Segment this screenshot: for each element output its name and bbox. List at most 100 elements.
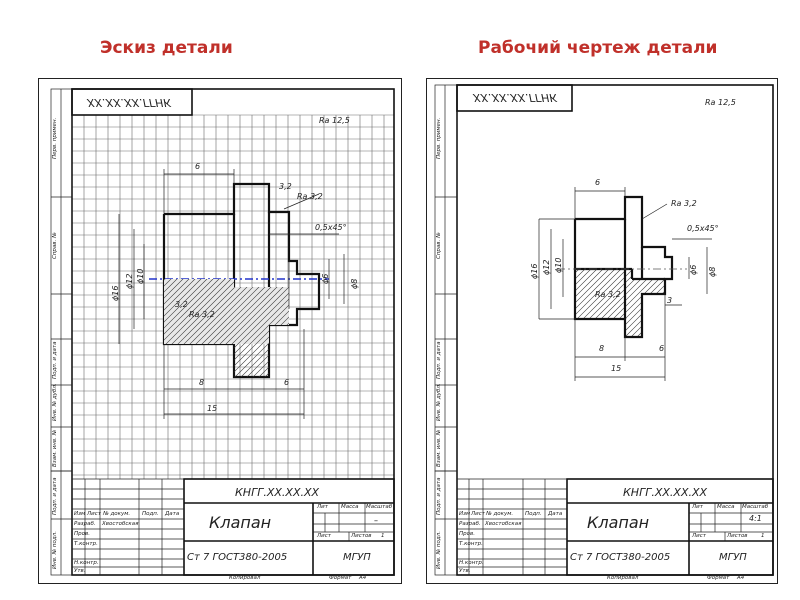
stamp-row-date: Дата xyxy=(165,511,180,517)
sketch-dim-d10: ϕ10 xyxy=(136,268,145,284)
code-box xyxy=(71,88,193,116)
side-inv-dubl: Инв. № дубл. xyxy=(52,383,58,421)
stamp-copied: Копировал xyxy=(607,575,639,581)
stamp-row-izm: Изм xyxy=(74,511,86,517)
side-podp-data-2: Подп. и дата xyxy=(52,477,58,515)
side-inv-podl: Инв. № подл. xyxy=(436,531,442,569)
side-inv-dubl: Инв. № дубл. xyxy=(436,383,442,421)
stamp-col-lit: Лит xyxy=(692,504,703,510)
drawing-rough-face: Ra 3,2 xyxy=(671,199,697,208)
drawing-dim-6: 6 xyxy=(659,344,665,353)
sketch-dim-d8: ϕ8 xyxy=(350,278,359,289)
stamp-utv: Утв. xyxy=(74,568,86,574)
drawing-part-outline xyxy=(538,187,712,381)
stamp-row-izm: Изм xyxy=(459,511,471,517)
side-sprav: Справ. № xyxy=(52,232,58,259)
side-vzam-inv: Взам. инв. № xyxy=(436,429,442,467)
stamp-utv: Утв. xyxy=(459,568,471,574)
stamp-row-doc: № докум. xyxy=(103,511,131,517)
drawing-dim-d6: ϕ6 xyxy=(689,264,698,275)
stamp-format-label: Формат xyxy=(329,575,352,581)
drawing-dim-3: 3 xyxy=(667,296,673,305)
drawing-chamfer: 0,5х45° xyxy=(687,224,719,233)
stamp-sheets-label: Листов xyxy=(351,533,372,539)
sketch-rough-bore-ra: Ra 3,2 xyxy=(189,310,215,319)
side-vzam-inv: Взам. инв. № xyxy=(52,429,58,467)
stamp-nkontr: Н.контр. xyxy=(459,560,484,566)
stamp-mass-dash: – xyxy=(374,516,378,525)
stamp-format-value: А4 xyxy=(737,575,745,581)
drawing-graphics xyxy=(434,84,774,576)
sketch-dim-15: 15 xyxy=(207,404,218,413)
stamp-student: Хвостобская xyxy=(485,521,522,527)
stamp-tkontr: Т.контр. xyxy=(459,541,483,547)
stamp-designation: КНГГ.ХХ.ХХ.ХХ xyxy=(623,486,708,499)
stamp-col-lit: Лит xyxy=(317,504,328,510)
stamp-nkontr: Н.контр. xyxy=(74,560,99,566)
stamp-sheet-label: Лист xyxy=(692,533,706,539)
sketch-general-roughness: Ra 12,5 xyxy=(319,116,350,125)
sketch-dim-d6: ϕ6 xyxy=(321,273,330,284)
sketch-graphics xyxy=(50,88,395,576)
drawing-dim-d12: ϕ12 xyxy=(542,259,551,275)
sketch-dim-d16: ϕ16 xyxy=(111,285,120,301)
sketch-heading: Эскиз детали xyxy=(100,38,233,58)
sketch-rough-face-ra: Ra 3,2 xyxy=(297,192,323,201)
sketch-part-outline xyxy=(118,169,345,419)
side-inv-podl: Инв. № подл. xyxy=(52,531,58,569)
stamp-copied: Копировал xyxy=(229,575,261,581)
stamp-sheets-count: 1 xyxy=(381,533,385,539)
stamp-material: Ст 7 ГОСТ380-2005 xyxy=(570,552,671,563)
drawing-dim-d10: ϕ10 xyxy=(554,257,563,273)
side-podp-data: Подп. и дата xyxy=(436,341,442,379)
drawing-dim-d8: ϕ8 xyxy=(708,266,717,277)
sketch-rough-face: 3,2 xyxy=(279,182,292,191)
sketch-code-flipped: ХХ.ХХ.ХХ.ГГНК xyxy=(87,96,172,109)
stamp-organization: МГУП xyxy=(719,552,747,563)
stamp-row-date: Дата xyxy=(548,511,563,517)
drawing-sheet: ХХ.ХХ.ХХ.ГГНК Ra 12,5 6 Ra 3,2 0,5х45° ϕ… xyxy=(426,78,778,584)
drawing-dim-d16: ϕ16 xyxy=(530,263,539,279)
stamp-tkontr: Т.контр. xyxy=(74,541,98,547)
sketch-rough-bore: 3,2 xyxy=(175,300,188,309)
drawing-rough-bore: Ra 3,2 xyxy=(595,290,621,299)
sketch-dim-d12: ϕ12 xyxy=(125,273,134,289)
side-perv-primen: Перв. примен. xyxy=(52,117,58,159)
inner-frame xyxy=(456,84,774,576)
side-podp-data-2: Подп. и дата xyxy=(436,477,442,515)
title-block xyxy=(566,478,774,576)
stamp-organization: МГУП xyxy=(343,552,371,563)
side-sprav: Справ. № xyxy=(436,232,442,259)
stamp-row-sign: Подп. xyxy=(525,511,542,517)
stamp-sheet-label: Лист xyxy=(317,533,331,539)
stamp-format-label: Формат xyxy=(707,575,730,581)
stamp-col-mass: Масса xyxy=(717,504,735,510)
stamp-part-name: Клапан xyxy=(587,513,650,532)
stamp-student: Хвостобская xyxy=(102,521,139,527)
stamp-scale: 4:1 xyxy=(749,514,762,523)
stamp-col-mass: Масса xyxy=(341,504,359,510)
stamp-razrab: Разраб. xyxy=(74,521,96,527)
drawing-code-flipped: ХХ.ХХ.ХХ.ГГНК xyxy=(473,91,558,104)
stamp-part-name: Клапан xyxy=(209,513,272,532)
code-box xyxy=(456,84,573,112)
stamp-razrab: Разраб. xyxy=(459,521,481,527)
stamp-sheets-label: Листов xyxy=(727,533,748,539)
drawing-heading: Рабочий чертеж детали xyxy=(478,38,718,58)
stamp-row-list: Лист xyxy=(87,511,101,517)
drawing-dim-6-top: 6 xyxy=(595,178,601,187)
stamp-row-doc: № докум. xyxy=(486,511,514,517)
drawing-dim-8: 8 xyxy=(599,344,605,353)
sketch-dim-6: 6 xyxy=(284,378,290,387)
drawing-dim-15: 15 xyxy=(611,364,622,373)
stamp-row-sign: Подп. xyxy=(142,511,159,517)
stamp-col-scale: Масштаб xyxy=(742,504,769,510)
stamp-sheets-count: 1 xyxy=(761,533,765,539)
side-perv-primen: Перв. примен. xyxy=(436,117,442,159)
drawing-general-roughness: Ra 12,5 xyxy=(705,98,736,107)
stamp-designation: КНГГ.ХХ.ХХ.ХХ xyxy=(235,486,320,499)
sketch-sheet: ХХ.ХХ.ХХ.ГГНК Ra 12,5 6 3,2 Ra 3,2 0,5х4… xyxy=(38,78,402,584)
stamp-col-scale: Масштаб xyxy=(366,504,393,510)
stamp-prov: Пров. xyxy=(74,531,90,537)
sketch-chamfer: 0,5х45° xyxy=(315,223,347,232)
